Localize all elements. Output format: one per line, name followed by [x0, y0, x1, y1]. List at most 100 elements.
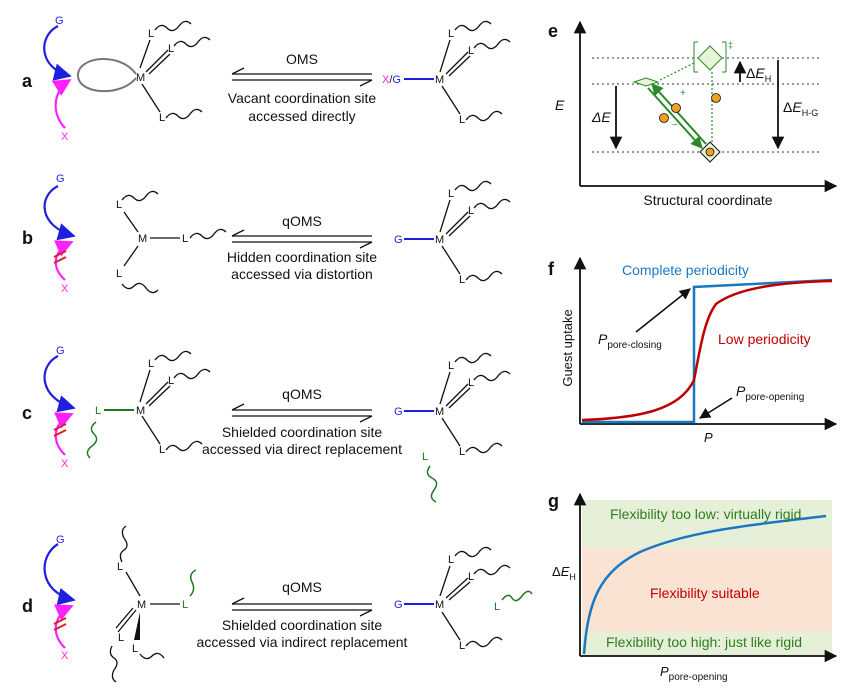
caption-c-2: accessed via direct replacement: [202, 441, 402, 457]
panel-b: b G X M L L L qOMS Hidden coordination s…: [22, 173, 511, 295]
ligand-label: L: [448, 188, 454, 200]
caption-c-1: Shielded coordination site: [222, 424, 383, 440]
guest-G-arrow: [43, 355, 76, 413]
guest-X-arrow: [53, 604, 74, 649]
adduct-prefix-label: X/G: [382, 74, 401, 86]
guest-G-label: G: [56, 345, 65, 357]
p-pore-closing-label: Ppore-closing: [598, 331, 662, 351]
ligand-label: L: [448, 554, 454, 566]
ligand-label: L: [159, 444, 165, 456]
too-high-label: Flexibility too high: just like rigid: [606, 634, 802, 650]
caption-a-1: Vacant coordination site: [228, 90, 377, 106]
host-empty-state: [632, 77, 660, 87]
panel-g: g ΔEH Ppore-opening Flexibility too low:…: [548, 491, 838, 683]
ligand-label: L: [132, 643, 138, 655]
ligand-label: L: [117, 561, 123, 573]
low-periodicity-curve: [581, 279, 833, 422]
panel-f: f Guest uptake P Complete periodicity Lo…: [548, 256, 838, 445]
ligand-label: L: [468, 377, 474, 389]
metal-label: M: [136, 405, 145, 417]
ligand-label: L: [468, 205, 474, 217]
ligand-label: L: [459, 640, 465, 652]
arrow-label-b: qOMS: [282, 213, 322, 229]
ligand-label: L: [468, 571, 474, 583]
ligand-label: L: [459, 114, 465, 126]
ligand-label: L: [448, 360, 454, 372]
shielding-ligand-label: L: [182, 599, 188, 611]
complete-periodicity-curve: [582, 278, 833, 424]
panel-a: a G X M L L L OMS Vacant coordination si…: [22, 15, 511, 143]
region-too-low: [582, 500, 832, 548]
ligand-label: L: [168, 375, 174, 387]
metal-label: M: [136, 72, 145, 84]
panel-d-letter: d: [22, 596, 33, 616]
g-y-axis-label: ΔEH: [552, 564, 576, 582]
panel-c-letter: c: [22, 403, 32, 423]
caption-d-1: Shielded coordination site: [222, 617, 383, 633]
e-dEHG-label: ΔEH-G: [783, 99, 818, 118]
blocked-mark: [53, 250, 67, 264]
suitable-label: Flexibility suitable: [650, 585, 760, 601]
metal-label: M: [435, 406, 444, 418]
guest-G-label: G: [56, 534, 65, 546]
f-x-axis-label: P: [704, 430, 713, 445]
blocked-mark: [53, 617, 67, 631]
too-low-label: Flexibility too low: virtually rigid: [610, 506, 801, 522]
p-pore-opening-label: Ppore-opening: [736, 383, 804, 403]
ligand-label: L: [116, 268, 122, 280]
e-x-axis-label: Structural coordinate: [643, 192, 772, 208]
metal-label: M: [137, 599, 146, 611]
ligand-label: L: [159, 112, 165, 124]
guest-G-label: G: [394, 599, 403, 611]
arrow-label-c: qOMS: [282, 386, 322, 402]
flexibility-curve: [582, 514, 827, 655]
guest-G-arrow: [43, 543, 76, 606]
e-y-axis-label: E: [555, 97, 565, 113]
guest-X-arrow: [51, 79, 72, 129]
ligand-label: L: [168, 43, 174, 55]
vacant-site-lobe: [76, 58, 137, 92]
low-periodicity-label: Low periodicity: [718, 331, 811, 347]
guest-X-arrow: [53, 240, 74, 281]
ligand-label: L: [148, 358, 154, 370]
guest-X-arrow: [53, 412, 74, 456]
panel-g-letter: g: [548, 491, 559, 511]
guest-X-label: X: [61, 458, 69, 470]
e-dE-label: ΔE: [591, 109, 611, 125]
metal-label: M: [435, 599, 444, 611]
f-y-axis-label: Guest uptake: [560, 309, 575, 386]
guest-X-label: X: [61, 650, 69, 662]
complete-periodicity-label: Complete periodicity: [622, 262, 749, 278]
shielding-ligand-label: L: [422, 451, 428, 463]
shielding-ligand-label: L: [95, 405, 101, 417]
metal-label: M: [435, 74, 444, 86]
panel-e-letter: e: [548, 21, 558, 41]
arrow-label-d: qOMS: [282, 579, 322, 595]
ligand-label: L: [118, 632, 124, 644]
blocked-mark: [53, 423, 67, 437]
guest-G-label: G: [56, 173, 65, 185]
shielding-ligand-label: L: [494, 601, 500, 613]
caption-d-2: accessed via indirect replacement: [197, 634, 408, 650]
ligand-label: L: [182, 233, 188, 245]
ligand-label: L: [148, 28, 154, 40]
metal-label: M: [138, 233, 147, 245]
ligand-label: L: [459, 446, 465, 458]
ts-mark: ‡: [728, 40, 733, 50]
plus-sign: +: [680, 88, 686, 99]
guest-G-label: G: [394, 234, 403, 246]
g-x-axis-label: Ppore-opening: [660, 664, 728, 683]
panel-c: c G X L M L L L qOMS Shielded coordinati…: [22, 345, 511, 503]
minus-sign: −: [672, 120, 678, 131]
caption-b-1: Hidden coordination site: [227, 249, 377, 265]
transition-state: [697, 45, 723, 71]
panel-b-letter: b: [22, 228, 33, 248]
ligand-label: L: [448, 28, 454, 40]
ligand-label: L: [459, 274, 465, 286]
guest-X-label: X: [61, 131, 69, 143]
caption-b-2: accessed via distortion: [231, 266, 373, 282]
guest-G-arrow: [43, 25, 72, 81]
e-dEH-label: ΔEH: [746, 65, 771, 84]
panel-d: d G X M L L L L qOMS Shielded coordinati…: [22, 525, 533, 683]
